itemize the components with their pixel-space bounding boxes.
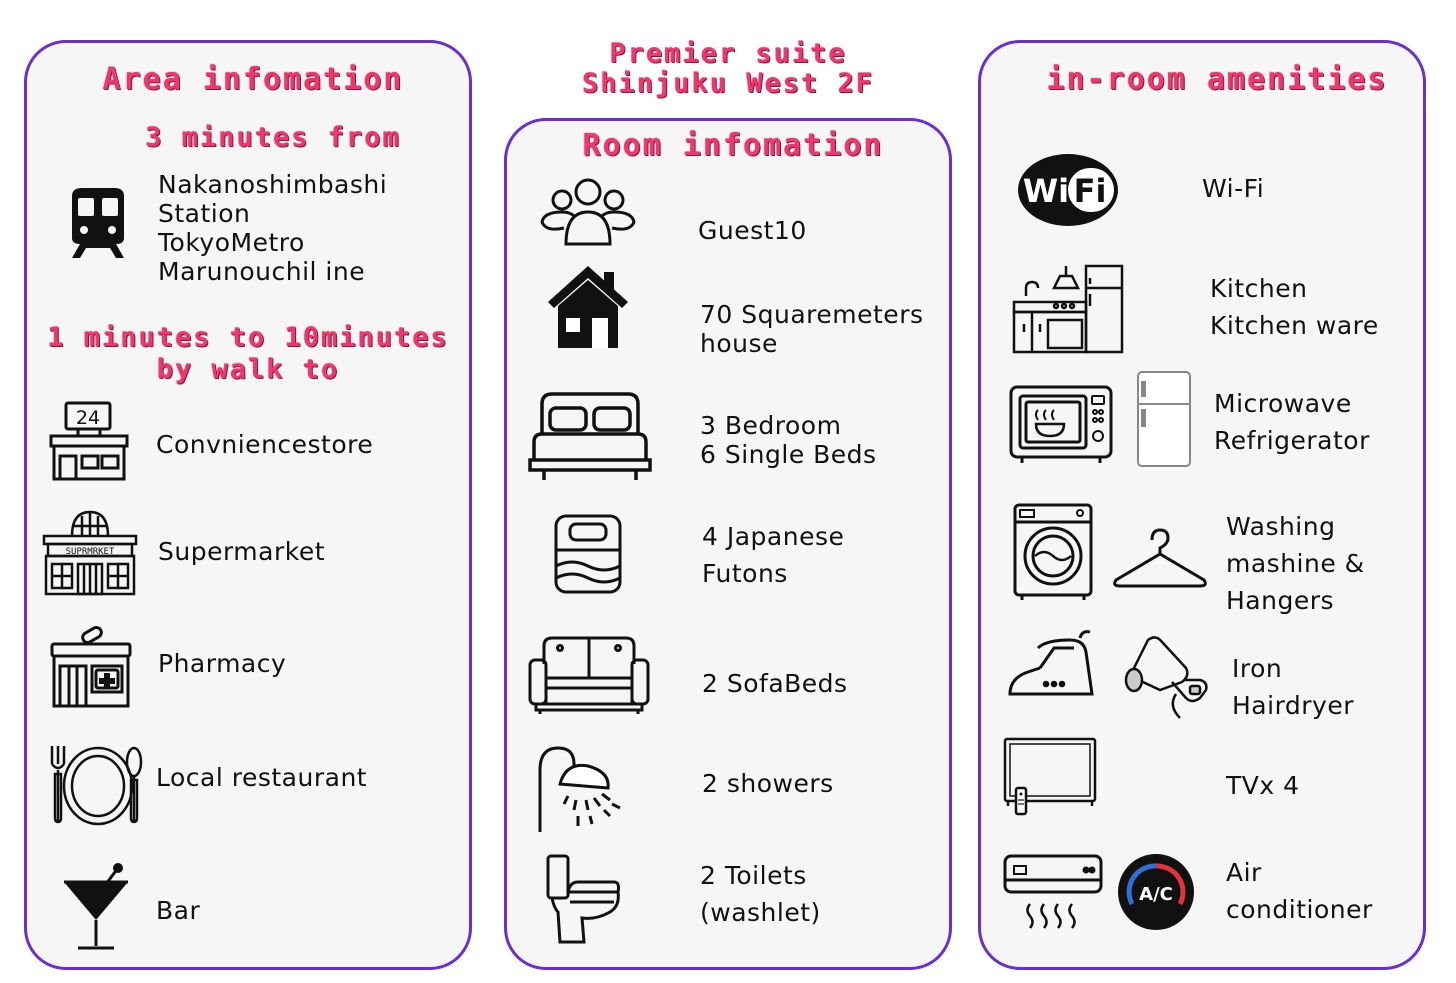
room-item-beds: 3 Bedroom 6 Single Beds (700, 411, 877, 469)
page-title-line2: Shinjuku West 2F (581, 68, 875, 99)
shower-icon (534, 744, 630, 834)
tv-icon (1002, 736, 1098, 816)
washing-machine-icon (1012, 502, 1094, 602)
hanger-icon (1112, 528, 1208, 590)
convenience-store-icon: 24 (48, 400, 130, 482)
area-item-restaurant: Local restaurant (156, 763, 368, 792)
ac-badge-text: A/C (1139, 884, 1173, 905)
area-item-convenience-store: Convniencestore (156, 430, 374, 459)
amenity-kitchen: Kitchen Kitchen ware (1210, 274, 1379, 340)
room-item-house: 70 Squaremeters house (700, 300, 924, 358)
walk-heading-line1: 1 minutes to 10minutes (47, 322, 449, 353)
sofa-icon (528, 634, 650, 716)
train-icon (60, 186, 136, 262)
toilet-icon (544, 852, 624, 946)
amenity-air-conditioner: Air conditioner (1226, 858, 1373, 924)
wifi-logo-left-text: Wi (1023, 172, 1069, 210)
refrigerator-icon (1136, 370, 1192, 468)
area-item-bar: Bar (156, 896, 201, 925)
room-item-guests: Guest10 (698, 216, 807, 245)
house-icon (546, 262, 630, 350)
hairdryer-icon (1120, 632, 1212, 720)
station-heading: 3 minutes from (145, 122, 401, 153)
bed-icon (528, 390, 652, 482)
room-item-futons: 4 Japanese Futons (702, 522, 845, 588)
ac-thermostat-icon: A/C (1116, 852, 1196, 932)
guests-icon (538, 176, 638, 250)
amenity-tv: TVx 4 (1226, 771, 1300, 800)
microwave-icon (1008, 384, 1114, 466)
wifi-logo-right-text: Fi (1074, 172, 1107, 210)
amenity-wifi: Wi-Fi (1202, 174, 1265, 203)
walk-heading-line2: by walk to (156, 354, 340, 385)
amenity-washing-hangers: Washing mashine & Hangers (1226, 512, 1365, 615)
area-item-supermarket: Supermarket (158, 537, 326, 566)
amenity-iron-hairdryer: Iron Hairdryer (1232, 654, 1355, 720)
air-conditioner-icon (1002, 852, 1104, 936)
supermarket-icon: SUPRMRKET (42, 508, 138, 598)
pharmacy-icon (48, 626, 134, 710)
iron-icon (1006, 628, 1098, 702)
supermarket-sign-text: SUPRMRKET (66, 547, 115, 557)
room-item-sofabeds: 2 SofaBeds (702, 669, 848, 698)
page-title-line1: Premier suite (609, 38, 847, 69)
restaurant-icon (46, 742, 146, 828)
area-heading: Area infomation (102, 62, 404, 97)
room-item-showers: 2 showers (702, 769, 834, 798)
amenities-heading: in-room amenities (1046, 62, 1388, 97)
wifi-icon: Wi Fi (1016, 152, 1120, 228)
amenity-microwave-refrigerator: Microwave Refrigerator (1214, 389, 1370, 455)
station-text: Nakanoshimbashi Station TokyoMetro Marun… (158, 170, 388, 286)
futon-icon (552, 512, 624, 596)
store-sign-text: 24 (76, 407, 100, 429)
area-item-pharmacy: Pharmacy (158, 649, 287, 678)
room-info-panel (504, 118, 952, 970)
room-heading: Room infomation (582, 128, 884, 163)
cocktail-icon (60, 862, 132, 952)
room-item-toilets: 2 Toilets (washlet) (700, 861, 821, 927)
kitchen-icon (1010, 262, 1126, 356)
